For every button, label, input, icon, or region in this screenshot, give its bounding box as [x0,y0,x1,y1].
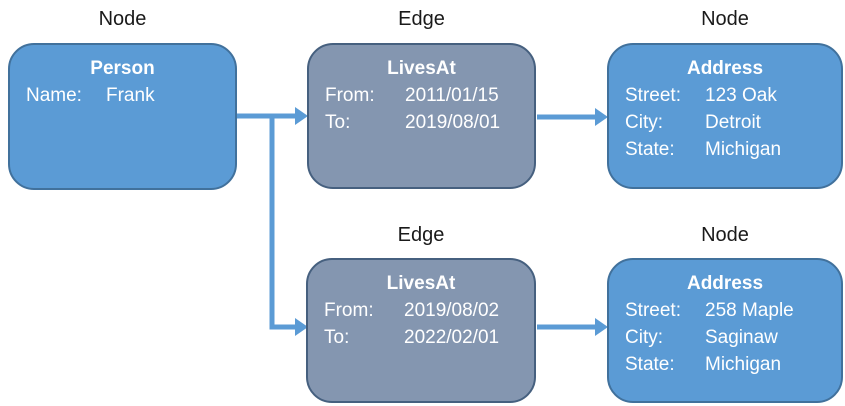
property-row: To: 2022/02/01 [324,324,526,351]
property-row: To: 2019/08/01 [325,109,526,136]
property-list: Street: 123 Oak City: Detroit State: Michig… [609,82,841,163]
box-title: LivesAt [387,58,456,79]
property-value: Michigan [705,354,782,375]
property-label: From: [324,300,374,321]
property-value: Saginaw [705,327,778,348]
box-title: Address [686,273,764,294]
address-node-box-2: Address Street: 258 Maple City: Saginaw St… [607,258,843,403]
arrow-person-to-livesat1 [237,107,308,125]
box-title: LivesAt [386,273,456,294]
property-list: From: 2019/08/02 To: 2022/02/01 [308,297,534,351]
property-row: From: 2019/08/02 [324,297,526,324]
arrow-livesat2-to-address2 [537,318,608,336]
property-value: Detroit [705,112,761,133]
type-label-address1: Node [701,8,749,30]
type-label-edge2: Edge [397,224,445,246]
property-row: Street: 123 Oak [625,82,833,109]
arrow-person-to-livesat2 [269,116,308,336]
box-title: Person [90,58,155,79]
property-label: State: [625,139,675,160]
property-row: City: Saginaw [625,324,833,351]
property-row: From: 2011/01/15 [325,82,526,109]
property-label: From: [325,85,375,106]
property-list: From: 2011/01/15 To: 2019/08/01 [309,82,534,136]
property-list: Street: 258 Maple City: Saginaw State: Mich… [609,297,841,378]
property-row: State: Michigan [625,136,833,163]
type-label-edge1: Edge [398,8,445,30]
property-label: City: [625,327,663,348]
property-row: City: Detroit [625,109,833,136]
property-value: 2019/08/01 [405,112,501,133]
type-label-address2: Node [701,224,749,246]
property-label: Street: [625,85,681,106]
box-title: Address [686,58,764,79]
property-value: 2019/08/02 [404,300,500,321]
livesat-edge-box-2: LivesAt From: 2019/08/02 To: 2022/02/01 [306,258,536,403]
property-value: 123 Oak [705,85,777,106]
person-node-box: Person Name: Frank [8,43,237,190]
property-value: 2022/02/01 [404,327,500,348]
property-label: State: [625,354,675,375]
property-label: Street: [625,300,681,321]
livesat-edge-box-1: LivesAt From: 2011/01/15 To: 2019/08/01 [307,43,536,189]
arrow-livesat1-to-address1 [537,108,608,126]
property-value: Frank [106,85,155,106]
property-label: To: [325,112,351,133]
property-value: 258 Maple [705,300,794,321]
address-node-box-1: Address Street: 123 Oak City: Detroit Stat… [607,43,843,189]
property-label: Name: [26,85,82,106]
property-value: Michigan [705,139,782,160]
type-label-person: Node [98,8,147,30]
property-row: Street: 258 Maple [625,297,833,324]
property-row: State: Michigan [625,351,833,378]
property-label: City: [625,112,663,133]
property-label: To: [324,327,350,348]
property-value: 2011/01/15 [405,85,499,106]
property-row: Name: Frank [26,82,227,109]
property-list: Name: Frank [10,82,235,109]
